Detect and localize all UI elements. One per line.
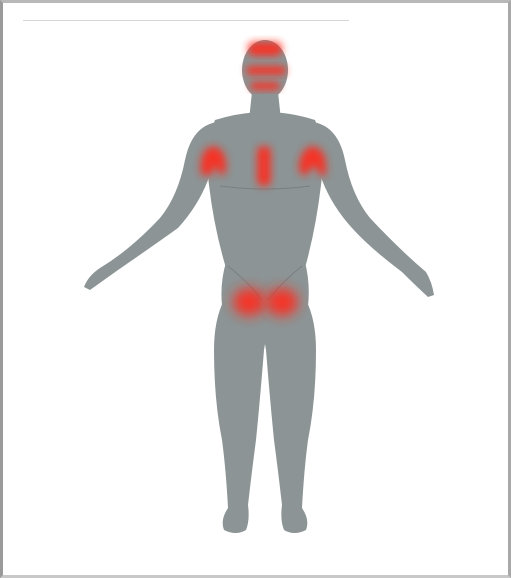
- highlight-sternum: [257, 146, 271, 186]
- left-arm: [84, 122, 222, 290]
- highlight-head-forehead: [248, 42, 282, 56]
- highlight-groin-right: [266, 288, 298, 316]
- highlight-eyes: [246, 66, 286, 75]
- highlight-jaw: [250, 82, 280, 90]
- human-body-silhouette: [84, 40, 434, 533]
- right-arm: [308, 122, 434, 297]
- right-leg: [263, 300, 316, 533]
- torso: [207, 112, 322, 268]
- highlight-groin-left: [233, 288, 265, 316]
- left-leg: [214, 300, 267, 533]
